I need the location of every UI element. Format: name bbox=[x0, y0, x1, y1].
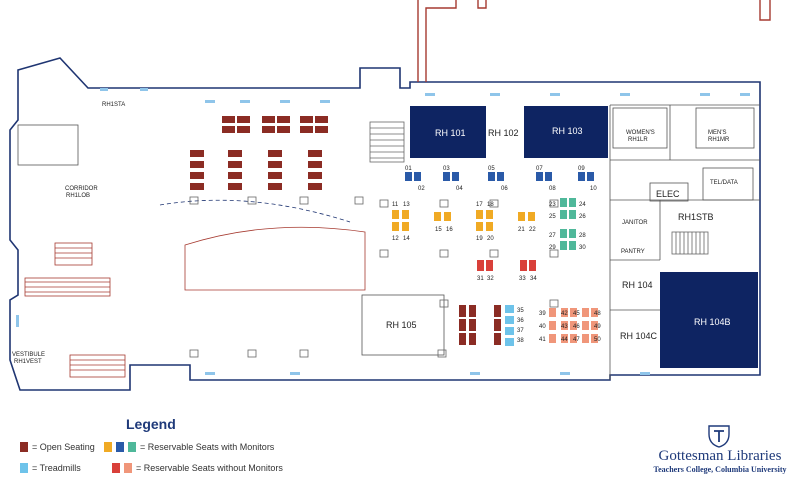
seat-30: 30 bbox=[579, 245, 586, 251]
seat-50: 50 bbox=[594, 337, 601, 343]
label-rh104b: RH 104B bbox=[694, 317, 731, 327]
seat-07: 07 bbox=[536, 166, 543, 172]
label-womens: WOMEN'S bbox=[626, 130, 655, 136]
seat-19: 19 bbox=[476, 236, 483, 242]
seat-10: 10 bbox=[590, 186, 597, 192]
seat-40: 40 bbox=[539, 324, 546, 330]
seat-33: 33 bbox=[519, 276, 526, 282]
seat-numbers: 01 02 03 04 05 06 07 08 09 10 11 13 12 1… bbox=[392, 166, 601, 344]
seat-29: 29 bbox=[549, 245, 556, 251]
seat-26: 26 bbox=[579, 214, 586, 220]
room-rh101[interactable] bbox=[410, 106, 486, 158]
label-rh1lr: RH1LR bbox=[628, 137, 648, 143]
seat-38: 38 bbox=[517, 338, 524, 344]
label-rh1vest: RH1VEST bbox=[14, 359, 42, 365]
seat-20: 20 bbox=[487, 236, 494, 242]
seat-02: 02 bbox=[418, 186, 425, 192]
seat-06: 06 bbox=[501, 186, 508, 192]
seat-34: 34 bbox=[530, 276, 537, 282]
seat-45: 45 bbox=[573, 311, 580, 317]
label-rh1lob: RH1LOB bbox=[66, 193, 90, 199]
seat-04: 04 bbox=[456, 186, 463, 192]
label-rh104: RH 104 bbox=[622, 280, 653, 290]
seats-salmon[interactable] bbox=[549, 308, 598, 343]
seat-12: 12 bbox=[392, 236, 399, 242]
windows bbox=[16, 88, 750, 375]
seat-44: 44 bbox=[561, 337, 568, 343]
label-corridor: CORRIDOR bbox=[65, 186, 98, 192]
seat-36: 36 bbox=[517, 318, 524, 324]
seat-47: 47 bbox=[573, 337, 580, 343]
label-rh103: RH 103 bbox=[552, 126, 583, 136]
seat-15: 15 bbox=[435, 227, 442, 233]
seats-red[interactable] bbox=[477, 260, 536, 271]
seat-35: 35 bbox=[517, 308, 524, 314]
label-teldata: TEL/DATA bbox=[710, 180, 738, 186]
chimney-right bbox=[759, 0, 771, 21]
seat-17: 17 bbox=[476, 202, 483, 208]
label-rh105: RH 105 bbox=[386, 320, 417, 330]
seat-27: 27 bbox=[549, 233, 556, 239]
room-rh104b[interactable] bbox=[660, 272, 758, 368]
seat-32: 32 bbox=[487, 276, 494, 282]
seat-43: 43 bbox=[561, 324, 568, 330]
treadmills[interactable] bbox=[505, 305, 514, 346]
label-vestibule: VESTIBULE bbox=[12, 352, 45, 358]
seat-22: 22 bbox=[529, 227, 536, 233]
chimney bbox=[417, 0, 487, 82]
seat-31: 31 bbox=[477, 276, 484, 282]
label-rh1stb: RH1STB bbox=[678, 212, 714, 222]
room-rh103[interactable] bbox=[524, 106, 608, 158]
seat-46: 46 bbox=[573, 324, 580, 330]
seat-11: 11 bbox=[392, 202, 399, 208]
label-rh102: RH 102 bbox=[488, 128, 519, 138]
seat-41: 41 bbox=[539, 337, 546, 343]
seat-05: 05 bbox=[488, 166, 495, 172]
open-seating bbox=[190, 116, 501, 345]
label-rh101: RH 101 bbox=[435, 128, 466, 138]
seat-37: 37 bbox=[517, 328, 524, 334]
label-mens: MEN'S bbox=[708, 130, 726, 136]
seat-25: 25 bbox=[549, 214, 556, 220]
seat-03: 03 bbox=[443, 166, 450, 172]
seat-39: 39 bbox=[539, 311, 546, 317]
label-rh104c: RH 104C bbox=[620, 331, 658, 341]
seat-08: 08 bbox=[549, 186, 556, 192]
label-elec: ELEC bbox=[656, 189, 680, 199]
label-janitor: JANITOR bbox=[622, 220, 648, 226]
seat-16: 16 bbox=[446, 227, 453, 233]
seat-23: 23 bbox=[549, 202, 556, 208]
seats-blue[interactable] bbox=[405, 172, 594, 181]
seat-28: 28 bbox=[579, 233, 586, 239]
seat-18: 18 bbox=[487, 202, 494, 208]
seat-24: 24 bbox=[579, 202, 586, 208]
seat-49: 49 bbox=[594, 324, 601, 330]
seats-teal[interactable] bbox=[560, 198, 576, 250]
seat-01: 01 bbox=[405, 166, 412, 172]
label-rh1mr: RH1MR bbox=[708, 137, 730, 143]
seat-48: 48 bbox=[594, 311, 601, 317]
seat-13: 13 bbox=[403, 202, 410, 208]
seat-42: 42 bbox=[561, 311, 568, 317]
building-outline bbox=[9, 57, 761, 391]
label-pantry: PANTRY bbox=[621, 249, 645, 255]
seat-21: 21 bbox=[518, 227, 525, 233]
label-rh1sta: RH1STA bbox=[102, 102, 125, 108]
seat-14: 14 bbox=[403, 236, 410, 242]
seats-yellow[interactable] bbox=[392, 210, 535, 231]
seat-09: 09 bbox=[578, 166, 585, 172]
